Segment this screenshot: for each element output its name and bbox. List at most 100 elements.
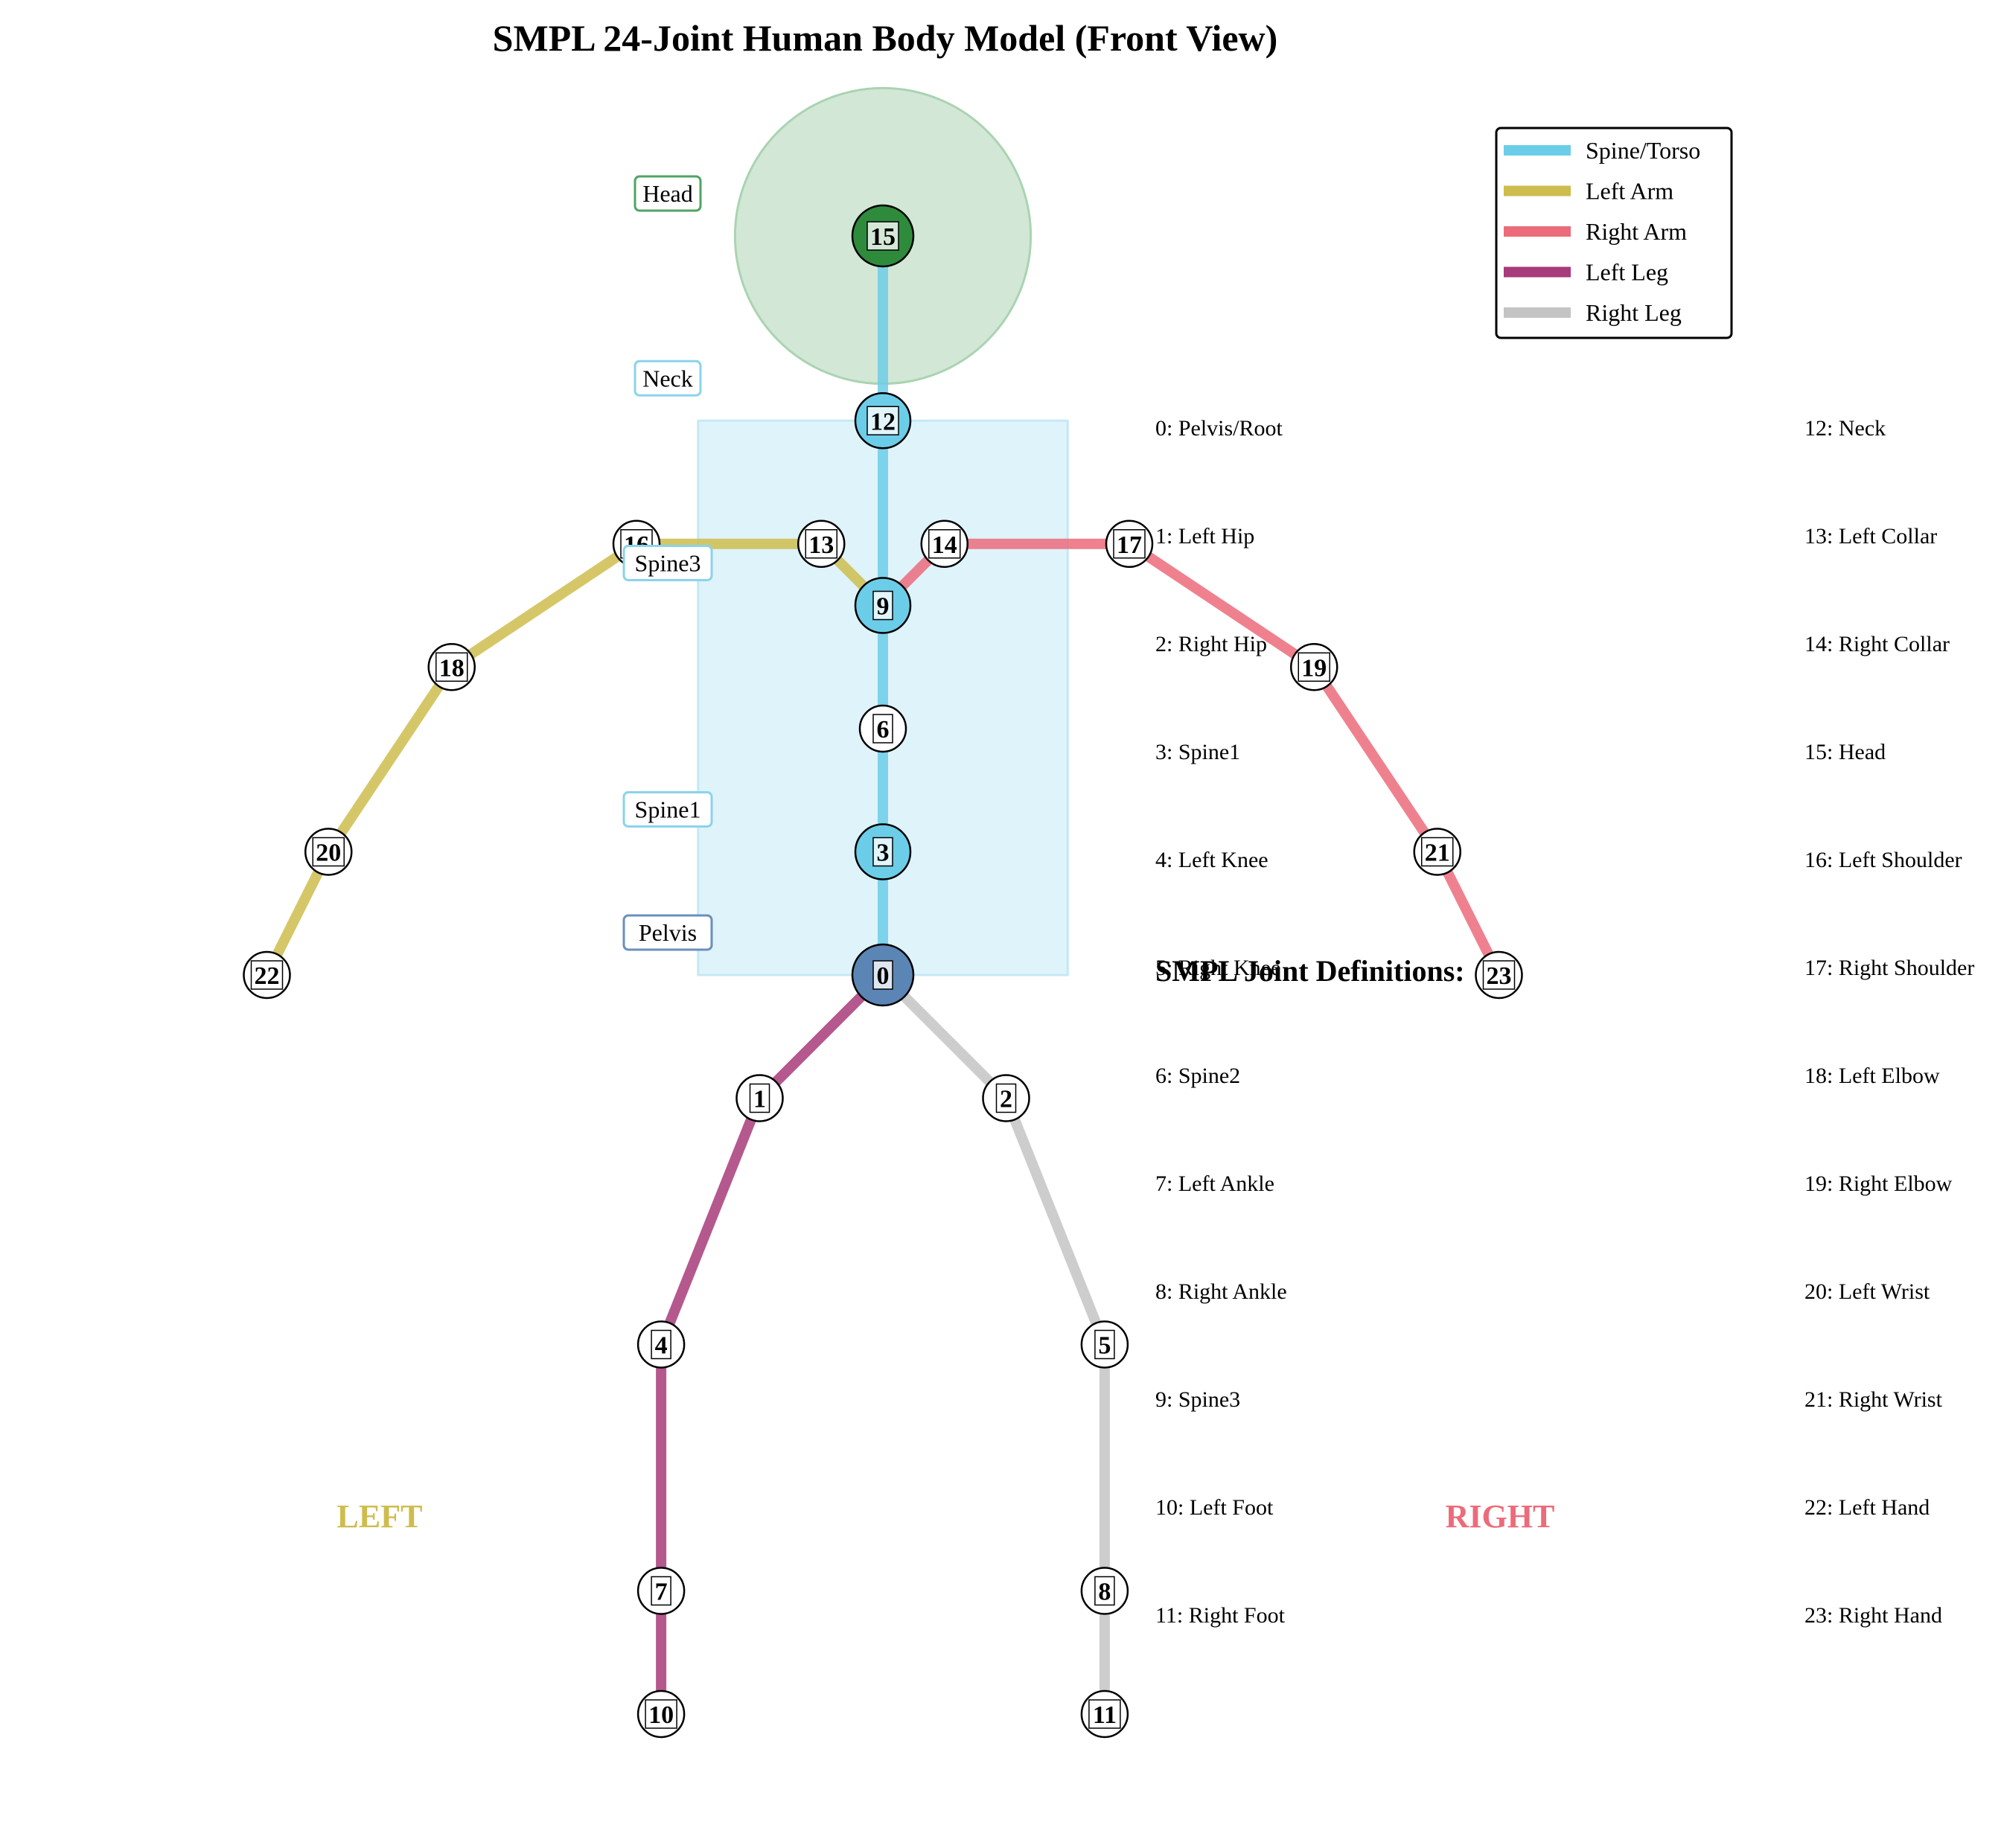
bone-2-5 [1001,1093,1110,1350]
joint-number: 8 [1098,1579,1111,1606]
bone-19-21 [1309,662,1443,857]
legend-label: Right Leg [1586,299,1682,326]
joint-number-box [250,960,284,990]
region-label-text: Neck [642,365,693,391]
region-label-text: Spine1 [635,796,701,823]
joint-number: 22 [255,962,280,990]
joint-23: 23 [1475,950,1523,1000]
legend-item-1: Left Arm [1504,178,1673,205]
joint-number-box [645,1699,677,1729]
joint-number-box [995,1083,1017,1113]
joint-7: 7 [636,1567,686,1615]
definition-right-5: 17: Right Shoulder [1804,956,1974,980]
definition-right-2: 14: Right Collar [1804,632,1950,656]
joint-number: 9 [877,593,890,621]
joint-number: 1 [753,1086,766,1113]
joint-number-box [928,529,961,559]
joint-number-box [1094,1576,1115,1606]
legend-item-3: Left Leg [1504,259,1668,286]
definition-right-8: 20: Left Wrist [1804,1279,1930,1304]
joint-8: 8 [1080,1567,1129,1615]
joint-6: 6 [858,704,907,753]
region-label-pelvis: Pelvis [622,914,713,951]
bone-17-19 [1124,538,1320,673]
definition-left-3: 3: Spine1 [1155,740,1240,764]
joint-number: 0 [877,962,890,990]
definition-left-9: 9: Spine3 [1155,1387,1240,1412]
legend-label: Right Arm [1586,218,1687,245]
joint-number-box [872,960,893,990]
joint-number-box [1113,529,1146,559]
definition-right-0: 12: Neck [1804,416,1886,441]
joint-number-box [1482,960,1516,990]
definition-left-4: 4: Left Knee [1155,848,1268,872]
joint-number-box [867,221,899,251]
legend-frame [1495,127,1733,339]
region-label-head: Head [634,175,702,212]
joint-number-box [872,590,893,621]
joint-10: 10 [636,1689,686,1739]
joint-number: 14 [932,531,957,559]
definition-right-3: 15: Head [1804,740,1886,764]
definition-left-8: 8: Right Ankle [1155,1279,1287,1304]
joint-number-box [651,1576,671,1606]
joints: 01234567891011121314151617181920212223 [243,204,1523,1739]
joint-5: 5 [1080,1320,1129,1369]
left-side-label: LEFT [337,1498,423,1535]
joint-number: 7 [655,1579,668,1606]
region-label-box [634,175,702,212]
definitions-title: SMPL Joint Definitions: [1155,954,1465,988]
legend-label: Left Arm [1586,178,1673,205]
joint-number-box [1088,1699,1121,1729]
joint-number: 5 [1098,1332,1111,1360]
region-label-box [634,359,702,397]
joint-number: 19 [1301,654,1327,682]
joint-number: 17 [1117,531,1142,559]
joint-number-box [872,714,893,744]
bone-16-18 [446,538,642,673]
definition-right-10: 22: Left Hand [1804,1495,1930,1520]
joint-number-box [1421,837,1454,867]
joint-number-box [651,1329,671,1360]
joint-number-box [872,837,893,867]
joint-number-box [867,406,899,435]
joint-number: 10 [648,1701,674,1729]
bone-1-4 [656,1093,765,1350]
joint-number: 4 [655,1332,668,1360]
joint-number-box [805,529,837,559]
definition-left-7: 7: Left Ankle [1155,1171,1274,1196]
joint-number: 20 [316,840,341,867]
joint-number: 11 [1093,1701,1117,1729]
definition-right-9: 21: Right Wrist [1804,1387,1943,1412]
definition-right-6: 18: Left Elbow [1804,1064,1940,1088]
definition-right-1: 13: Left Collar [1804,524,1937,549]
joint-17: 17 [1105,519,1154,568]
region-label-spine1: Spine1 [622,791,713,828]
joint-number-box [1094,1329,1115,1360]
joint-1: 1 [735,1074,784,1122]
region-label-text: Head [642,180,693,207]
legend-item-0: Spine/Torso [1504,137,1700,164]
legend-item-2: Right Arm [1504,218,1687,245]
joint-20: 20 [304,828,353,876]
definition-left-1: 1: Left Hip [1155,524,1254,549]
joint-14: 14 [920,519,968,568]
region-label-text: Pelvis [639,919,697,946]
joint-number: 3 [877,840,890,867]
joint-number-box [312,837,345,867]
definition-right-7: 19: Right Elbow [1804,1171,1953,1196]
definition-left-0: 0: Pelvis/Root [1155,416,1283,441]
legend-label: Spine/Torso [1586,137,1700,164]
region-label-box [622,545,713,581]
joint-definitions: SMPL Joint Definitions: 0: Pelvis/Root 1:… [1155,416,1974,1628]
joint-number: 12 [870,408,896,435]
joint-21: 21 [1413,828,1461,876]
joint-18: 18 [427,643,476,691]
definition-left-5: 5: Right Knee [1155,956,1280,980]
joint-11: 11 [1080,1689,1129,1739]
definition-right-4: 16: Left Shoulder [1804,848,1962,872]
joint-22: 22 [243,950,291,1000]
definition-left-6: 6: Spine2 [1155,1064,1240,1088]
